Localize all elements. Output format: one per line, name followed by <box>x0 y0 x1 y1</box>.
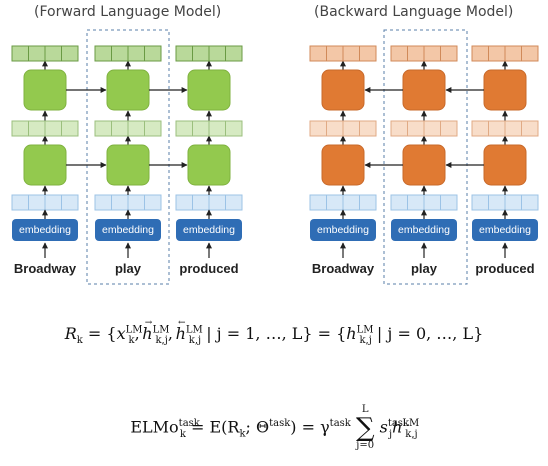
forward-lstm-cell-upper-produced <box>187 69 231 111</box>
forward-embedding-box-produced: embedding <box>176 219 242 241</box>
forward-word-broadway: Broadway <box>13 261 77 276</box>
backward-word-produced: produced <box>475 261 535 276</box>
forward-embedding-box-play: embedding <box>95 219 161 241</box>
backward-output-vector-play <box>390 45 458 62</box>
forward-word-produced: produced <box>179 261 239 276</box>
backward-lstm-cell-lower-produced <box>483 144 527 186</box>
backward-embedding-vector-produced <box>471 194 539 211</box>
forward-panel-title: (Forward Language Model) <box>34 4 222 20</box>
backward-lstm-cell-lower-play <box>402 144 446 186</box>
backward-output-vector-broadway <box>309 45 377 62</box>
backward-lstm-cell-lower-broadway <box>321 144 365 186</box>
forward-output-vector-play <box>94 45 162 62</box>
backward-embedding-box-play: embedding <box>391 219 457 241</box>
forward-lstm-cell-lower-play <box>106 144 150 186</box>
backward-hidden-vector-produced <box>471 120 539 137</box>
forward-hidden-vector-broadway <box>11 120 79 137</box>
backward-word-play: play <box>410 261 437 276</box>
forward-word-play: play <box>114 261 141 276</box>
backward-highlight-box <box>383 29 468 285</box>
backward-output-vector-produced <box>471 45 539 62</box>
backward-embedding-box-produced: embedding <box>472 219 538 241</box>
summation: L∑j=0 <box>355 404 375 451</box>
backward-lstm-cell-upper-play <box>402 69 446 111</box>
backward-embedding-box-broadway: embedding <box>310 219 376 241</box>
forward-output-vector-broadway <box>11 45 79 62</box>
forward-lstm-cell-lower-broadway <box>23 144 67 186</box>
backward-panel-title: (Backward Language Model) <box>314 4 514 20</box>
backward-lstm-cell-upper-broadway <box>321 69 365 111</box>
forward-embedding-box-broadway: embedding <box>12 219 78 241</box>
forward-hidden-vector-play <box>94 120 162 137</box>
backward-word-broadway: Broadway <box>311 261 375 276</box>
forward-embedding-vector-produced <box>175 194 243 211</box>
forward-embedding-vector-broadway <box>11 194 79 211</box>
forward-lstm-cell-upper-broadway <box>23 69 67 111</box>
backward-lstm-cell-upper-produced <box>483 69 527 111</box>
forward-output-vector-produced <box>175 45 243 62</box>
backward-embedding-vector-play <box>390 194 458 211</box>
representation-formula: Rk = {xLMk, →hLMk,j, ←hLMk,j | j = 1, …,… <box>64 318 484 347</box>
elmo-formula: ELMotaskk = E(Rk; Θtask) = γtask L∑j=0 s… <box>130 404 420 451</box>
backward-embedding-vector-broadway <box>309 194 377 211</box>
forward-lstm-cell-upper-play <box>106 69 150 111</box>
backward-hidden-vector-play <box>390 120 458 137</box>
forward-hidden-vector-produced <box>175 120 243 137</box>
forward-embedding-vector-play <box>94 194 162 211</box>
backward-hidden-vector-broadway <box>309 120 377 137</box>
forward-lstm-cell-lower-produced <box>187 144 231 186</box>
